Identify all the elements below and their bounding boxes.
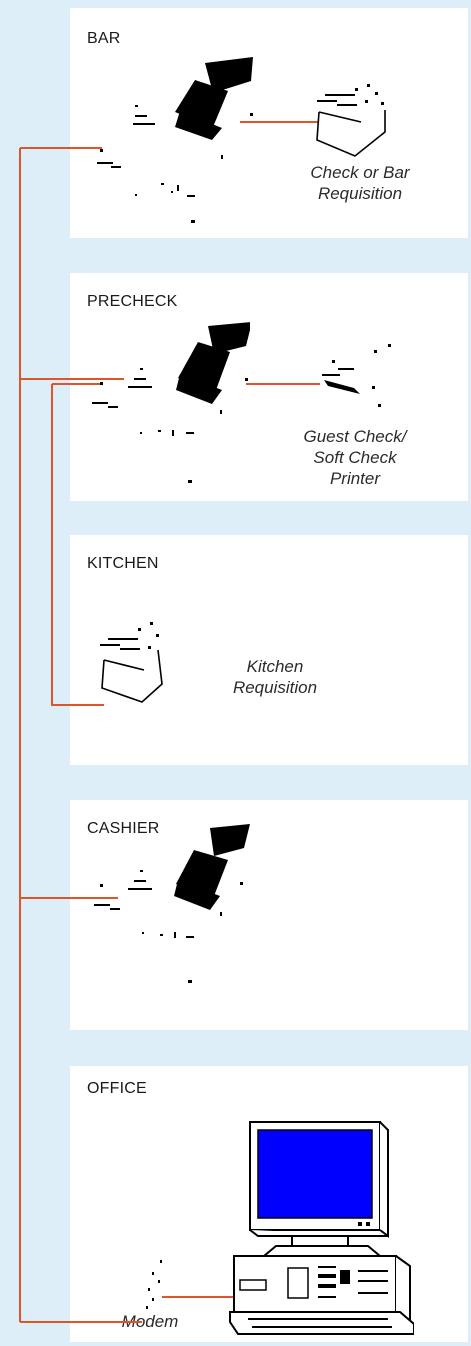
pos-terminal-icon <box>90 320 250 490</box>
computer-icon <box>228 1120 414 1338</box>
printer-icon <box>98 620 180 706</box>
modem-icon <box>138 1258 168 1314</box>
slip-printer-icon <box>318 340 408 414</box>
pos-terminal-icon <box>95 55 255 225</box>
pos-terminal-icon <box>90 822 250 992</box>
printer-icon <box>315 82 397 160</box>
